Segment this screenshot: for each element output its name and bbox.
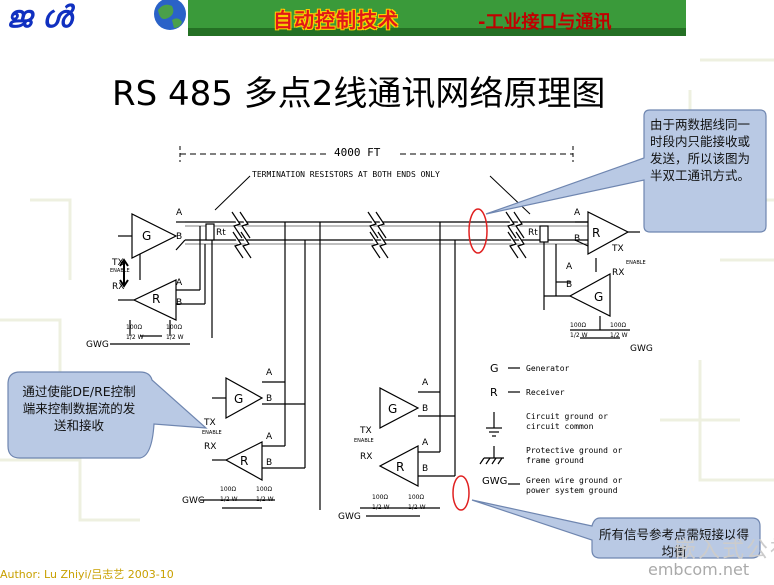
- legend-symbol-gwg: GWG: [482, 476, 508, 487]
- pin-b-bl: B: [266, 394, 273, 404]
- res-right-1w: 1/2 W: [570, 332, 588, 339]
- legend-text-protective-ground: Protective ground or frame ground: [526, 446, 623, 465]
- res-bl-1: 100Ω: [220, 486, 237, 493]
- gate-receiver-bc: R: [396, 460, 405, 474]
- pin-b-bc: B: [422, 404, 429, 414]
- pin-a-left: A: [176, 208, 183, 218]
- pin-b-bc-rx: B: [422, 464, 429, 474]
- res-bc-1w: 1/2 W: [372, 504, 390, 511]
- tx-right: TX: [612, 244, 624, 254]
- node-bottom-center: [319, 222, 456, 517]
- globe-icon: [154, 0, 186, 30]
- gate-generator-left: G: [142, 229, 152, 243]
- pin-a-bc: A: [422, 378, 429, 388]
- callout-bottom-text: 所有信号参考点需短接以得均衡: [598, 527, 749, 559]
- legend-symbol-g: G: [490, 362, 499, 375]
- tx-bl: TX: [204, 418, 216, 428]
- res-bc-1: 100Ω: [372, 494, 389, 501]
- enable-right: ENABLE: [626, 260, 646, 266]
- node-left-top: [110, 213, 215, 345]
- tx-bc: TX: [360, 426, 372, 436]
- rt-right: Rt: [528, 228, 538, 238]
- res-left-1: 100Ω: [126, 324, 143, 331]
- legend-text-green-wire: Green wire ground or power system ground: [526, 476, 623, 495]
- gwg-right: GWG: [630, 344, 653, 354]
- gwg-bl: GWG: [182, 496, 205, 506]
- legend-symbols: [479, 367, 520, 485]
- watermark-name: 嵌入式公社: [674, 538, 774, 563]
- gwg-left: GWG: [86, 340, 109, 350]
- bus-lines: [185, 221, 600, 245]
- pin-b-right: B: [574, 234, 581, 244]
- header-subtitle: -工业接口与通讯: [478, 12, 612, 33]
- highlight-bus-ellipse: [468, 208, 488, 254]
- legend-text-receiver: Receiver: [526, 388, 565, 397]
- rt-left: Rt: [216, 228, 226, 238]
- gate-generator-bc: G: [388, 402, 398, 416]
- callout-left-text: 通过使能DE/RE控制端来控制数据流的发送和接收: [22, 384, 136, 433]
- rx-left: RX: [112, 282, 125, 292]
- callout-bottom-bubble: [471, 499, 761, 559]
- distance-label: 4000 FT: [334, 146, 381, 159]
- res-bc-2: 100Ω: [408, 494, 425, 501]
- pin-a-right: A: [574, 208, 581, 218]
- pin-b-right-g: B: [566, 280, 573, 290]
- pin-b-left: B: [176, 232, 183, 242]
- res-right-1: 100Ω: [570, 322, 587, 329]
- gate-generator-bl: G: [234, 392, 244, 406]
- footer-author: Author: Lu Zhiyi/吕志艺 2003-10: [0, 568, 174, 581]
- pin-b-left-rx: B: [176, 298, 183, 308]
- enable-bl: ENABLE: [202, 430, 222, 436]
- rx-bl: RX: [204, 442, 217, 452]
- res-bl-2: 100Ω: [256, 486, 273, 493]
- res-right-2: 100Ω: [610, 322, 627, 329]
- res-bl-2w: 1/2 W: [256, 496, 274, 503]
- enable-bc: ENABLE: [354, 438, 374, 444]
- header-title: 自动控制技术: [273, 8, 399, 32]
- pin-a-bc-rx: A: [422, 438, 429, 448]
- watermark-url: embcom.net: [648, 560, 750, 579]
- pin-a-bl: A: [266, 368, 273, 378]
- line-break-marks: [231, 211, 527, 259]
- highlight-ground-ellipse: [452, 475, 470, 511]
- header-banner: [0, 0, 774, 38]
- legend-text-generator: Generator: [526, 364, 570, 373]
- res-left-2: 100Ω: [166, 324, 183, 331]
- gate-receiver-bl: R: [240, 454, 249, 468]
- distance-dimension: [179, 146, 574, 162]
- legend-symbol-r: R: [490, 386, 498, 399]
- tx-left: TX: [112, 258, 124, 268]
- gate-receiver-left: R: [152, 292, 161, 306]
- pin-a-bl-rx: A: [266, 432, 273, 442]
- gwg-bc: GWG: [338, 512, 361, 522]
- callout-left-bubble: [7, 371, 208, 459]
- callout-right-text: 由于两数据线同一时段内只能接收或发送，所以该图为半双工通讯方式。: [650, 117, 751, 183]
- res-bc-2w: 1/2 W: [408, 504, 426, 511]
- res-left-1w: 1/2 W: [126, 334, 144, 341]
- pin-b-bl-rx: B: [266, 458, 273, 468]
- pin-a-left-rx: A: [176, 278, 183, 288]
- legend-text-circuit-ground: Circuit ground or circuit common: [526, 412, 608, 431]
- pin-a-right-g: A: [566, 262, 573, 272]
- termination-label: TERMINATION RESISTORS AT BOTH ENDS ONLY: [252, 170, 440, 179]
- header-logo: ജ ൾ: [6, 0, 72, 35]
- res-right-2w: 1/2 W: [610, 332, 628, 339]
- termination-leader: [214, 175, 531, 215]
- node-right-top: [539, 211, 640, 339]
- callout-right-bubble: [485, 109, 767, 233]
- node-bottom-left: [200, 222, 306, 509]
- res-left-2w: 1/2 W: [166, 334, 184, 341]
- gate-generator-right: G: [594, 290, 604, 304]
- gate-receiver-right: R: [592, 226, 601, 240]
- page-title: RS 485 多点2线通讯网络原理图: [112, 74, 606, 114]
- rx-bc: RX: [360, 452, 373, 462]
- rx-right: RX: [612, 268, 625, 278]
- res-bl-1w: 1/2 W: [220, 496, 238, 503]
- tx-rx-arrow: [119, 258, 129, 288]
- enable-left: ENABLE: [110, 268, 130, 274]
